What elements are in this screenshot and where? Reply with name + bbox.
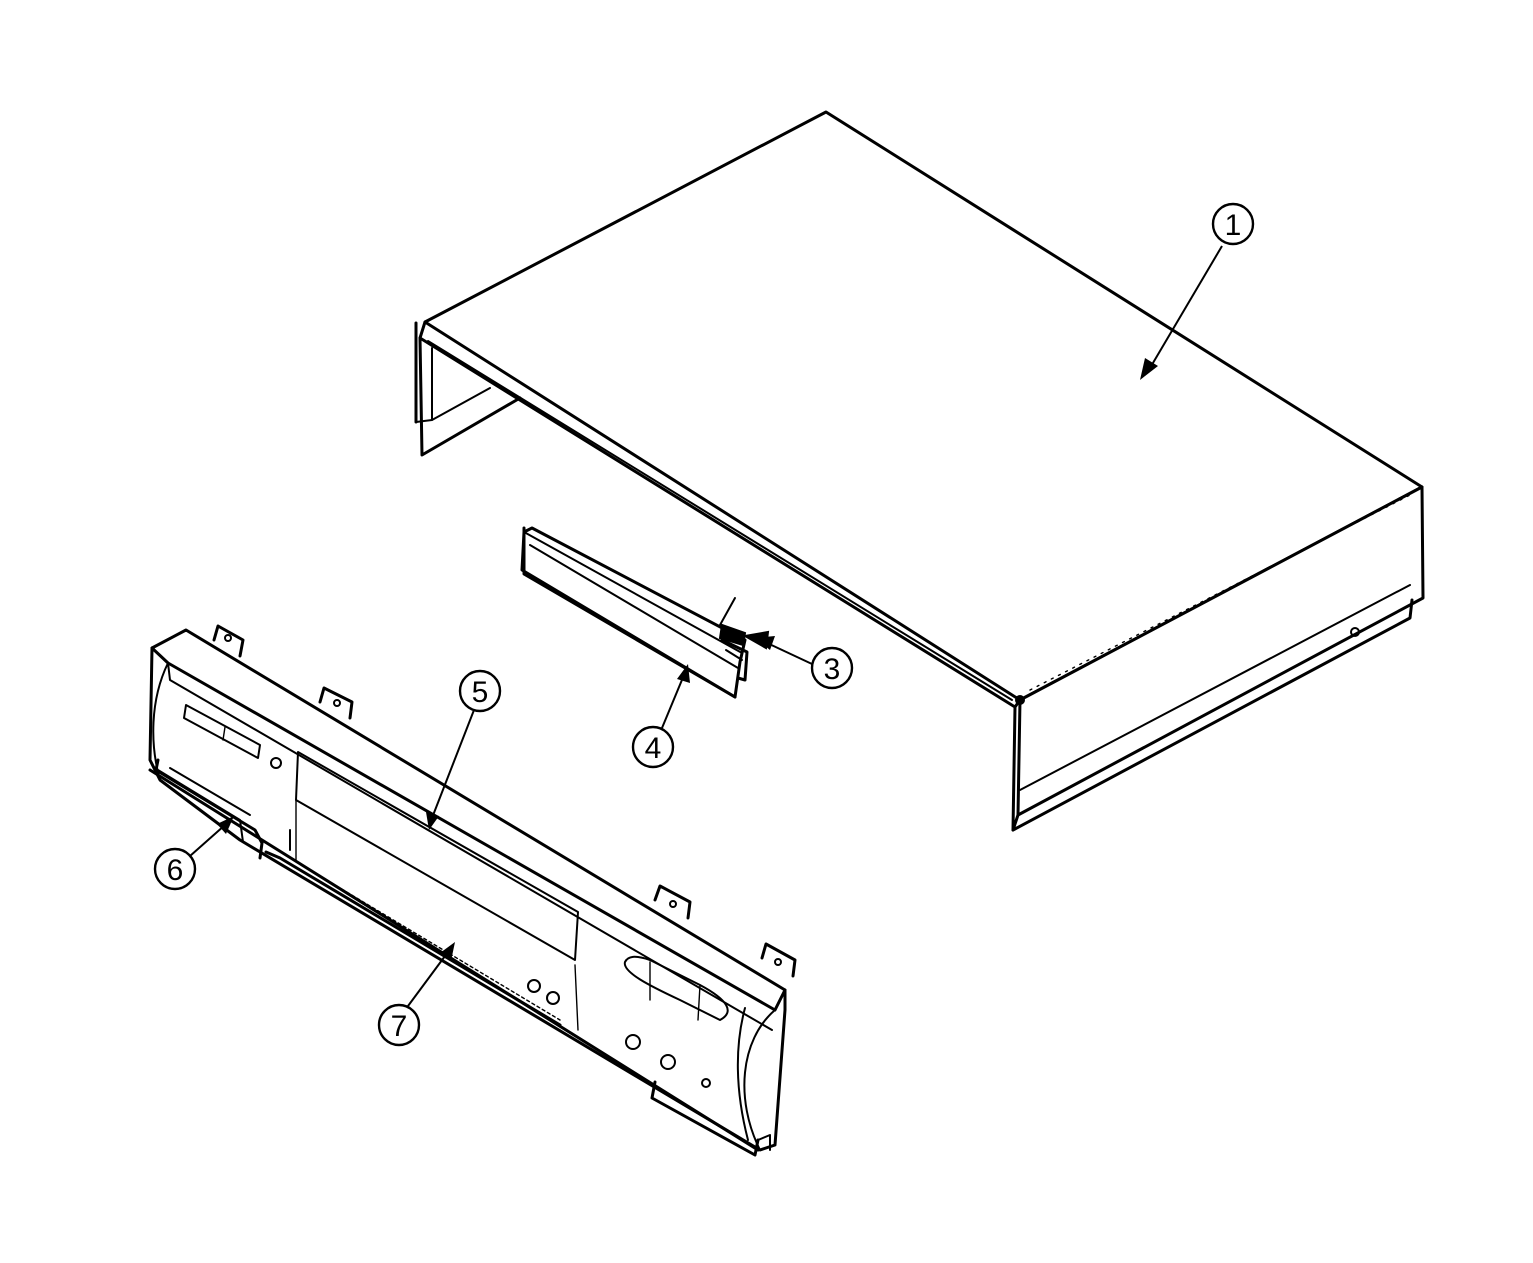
callout-label-5: 5: [472, 676, 489, 709]
callout-5: 5: [426, 669, 502, 830]
callout-4: 4: [631, 664, 690, 769]
callout-label-1: 1: [1225, 209, 1242, 242]
callout-1: 1: [1140, 202, 1255, 380]
callout-3: 3: [755, 636, 854, 690]
bottom-panel: [264, 829, 562, 1027]
callout-6: 6: [153, 816, 234, 891]
bracket: [520, 526, 749, 699]
callout-label-3: 3: [824, 653, 841, 686]
callout-label-6: 6: [167, 854, 184, 887]
callout-7: 7: [377, 942, 455, 1047]
callout-label-4: 4: [645, 732, 662, 765]
callout-label-7: 7: [391, 1010, 408, 1043]
top-cover: [414, 110, 1425, 832]
cassette-door: [154, 758, 264, 860]
